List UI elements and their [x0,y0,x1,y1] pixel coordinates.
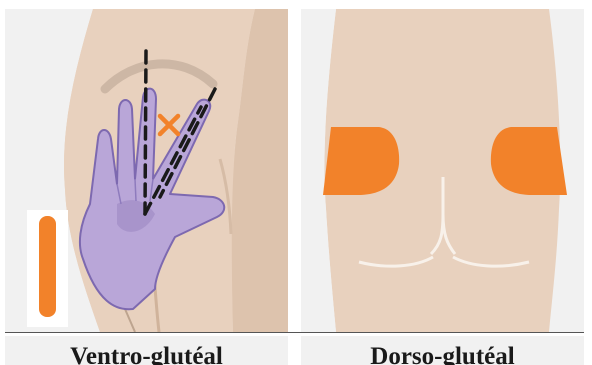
ventrogluteal-illustration [5,9,288,332]
caption-bar-left: Ventro-glutéal [5,336,288,365]
caption-dorsogluteal: Dorso-glutéal [301,342,584,365]
injection-zone-left [323,127,399,195]
dorsogluteal-illustration [301,9,584,332]
caption-bar-right: Dorso-glutéal [301,336,584,365]
caption-ventrogluteal: Ventro-glutéal [5,342,288,365]
injection-zone-indicator [39,216,56,317]
divider-line [5,332,584,333]
injection-zone-right [491,127,567,195]
